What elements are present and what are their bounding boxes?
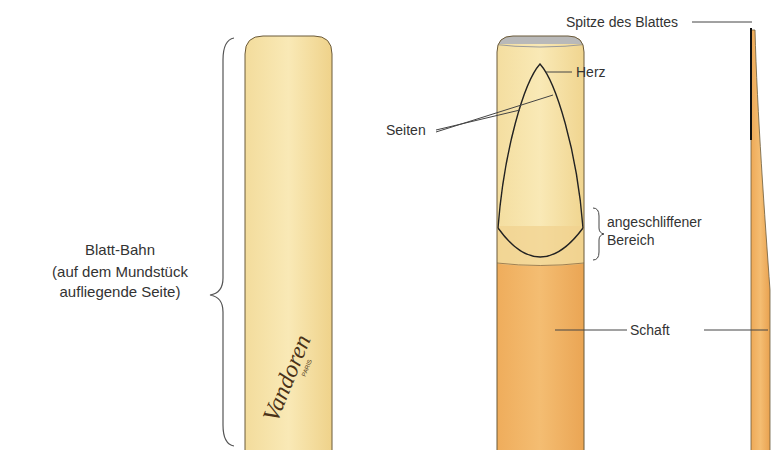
reed-vamp-side: [490, 28, 590, 450]
part-label: Herz: [576, 63, 636, 81]
reed-outline: [497, 36, 584, 450]
part-label: Schaft: [630, 321, 702, 339]
reed-tip: [750, 28, 752, 140]
tip-label: Spitze des Blattes: [566, 13, 690, 31]
part-label: Blatt-Bahn: [45, 240, 195, 260]
reed-profile: [751, 30, 770, 450]
leader-lines: [436, 22, 768, 330]
brand-logo: Vandoren: [259, 331, 315, 424]
part-label: angeschliffener Bereich: [607, 213, 719, 249]
brace: [210, 38, 234, 446]
part-label: Seiten: [386, 121, 436, 139]
reed-flat-side: [245, 36, 332, 450]
part-note: (auf dem Mundstück aufliegende Seite): [45, 262, 195, 301]
